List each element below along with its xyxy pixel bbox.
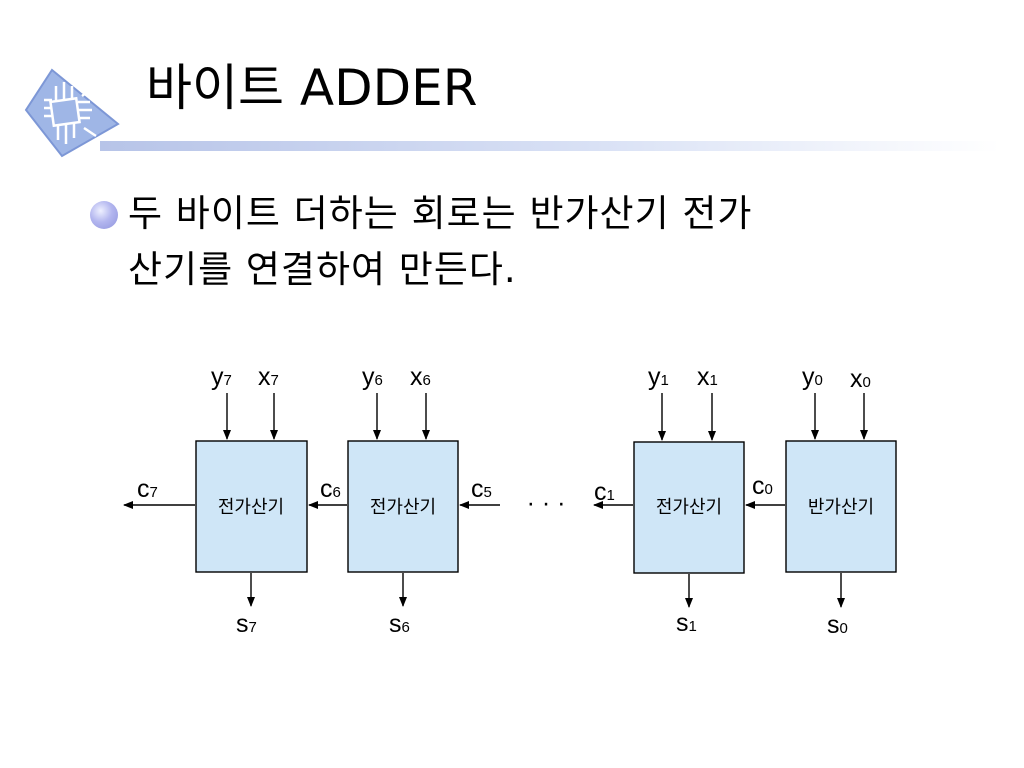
slide-title: 바이트 ADDER bbox=[146, 59, 478, 117]
label-y6: y6 bbox=[362, 363, 383, 391]
label-y7: y7 bbox=[211, 363, 232, 391]
adder-block-0 bbox=[785, 440, 897, 573]
adder-block-1-label: 전가산기 bbox=[656, 497, 722, 518]
label-s1: s1 bbox=[676, 609, 697, 637]
adder-block-6 bbox=[347, 440, 459, 573]
adder-block-1 bbox=[633, 441, 745, 574]
label-c7: c7 bbox=[137, 475, 158, 503]
label-c1: c1 bbox=[594, 478, 615, 506]
chip-logo-icon bbox=[24, 68, 120, 158]
adder-block-6-label: 전가산기 bbox=[370, 497, 436, 518]
bullet-dot-icon bbox=[90, 201, 118, 229]
label-x7: x7 bbox=[258, 363, 279, 391]
label-s0: s0 bbox=[827, 611, 848, 639]
label-x6: x6 bbox=[410, 363, 431, 391]
label-c5: c5 bbox=[471, 475, 492, 503]
bullet-text-line-2: 산기를 연결하여 만든다. bbox=[128, 248, 517, 291]
bullet-text-line-1: 두 바이트 더하는 회로는 반가산기 전가 bbox=[128, 192, 753, 235]
adder-block-7-label: 전가산기 bbox=[218, 497, 284, 518]
adder-block-7 bbox=[195, 440, 308, 573]
label-c0: c0 bbox=[752, 472, 773, 500]
adder-block-0-label: 반가산기 bbox=[808, 497, 874, 518]
title-underline-bar bbox=[100, 141, 1000, 151]
label-x1: x1 bbox=[697, 363, 718, 391]
label-s7: s7 bbox=[236, 610, 257, 638]
label-y0: y0 bbox=[802, 363, 823, 391]
label-y1: y1 bbox=[648, 363, 669, 391]
label-x0: x0 bbox=[850, 365, 871, 393]
ellipsis-label: · · · bbox=[527, 489, 566, 517]
label-c6: c6 bbox=[320, 475, 341, 503]
label-s6: s6 bbox=[389, 610, 410, 638]
